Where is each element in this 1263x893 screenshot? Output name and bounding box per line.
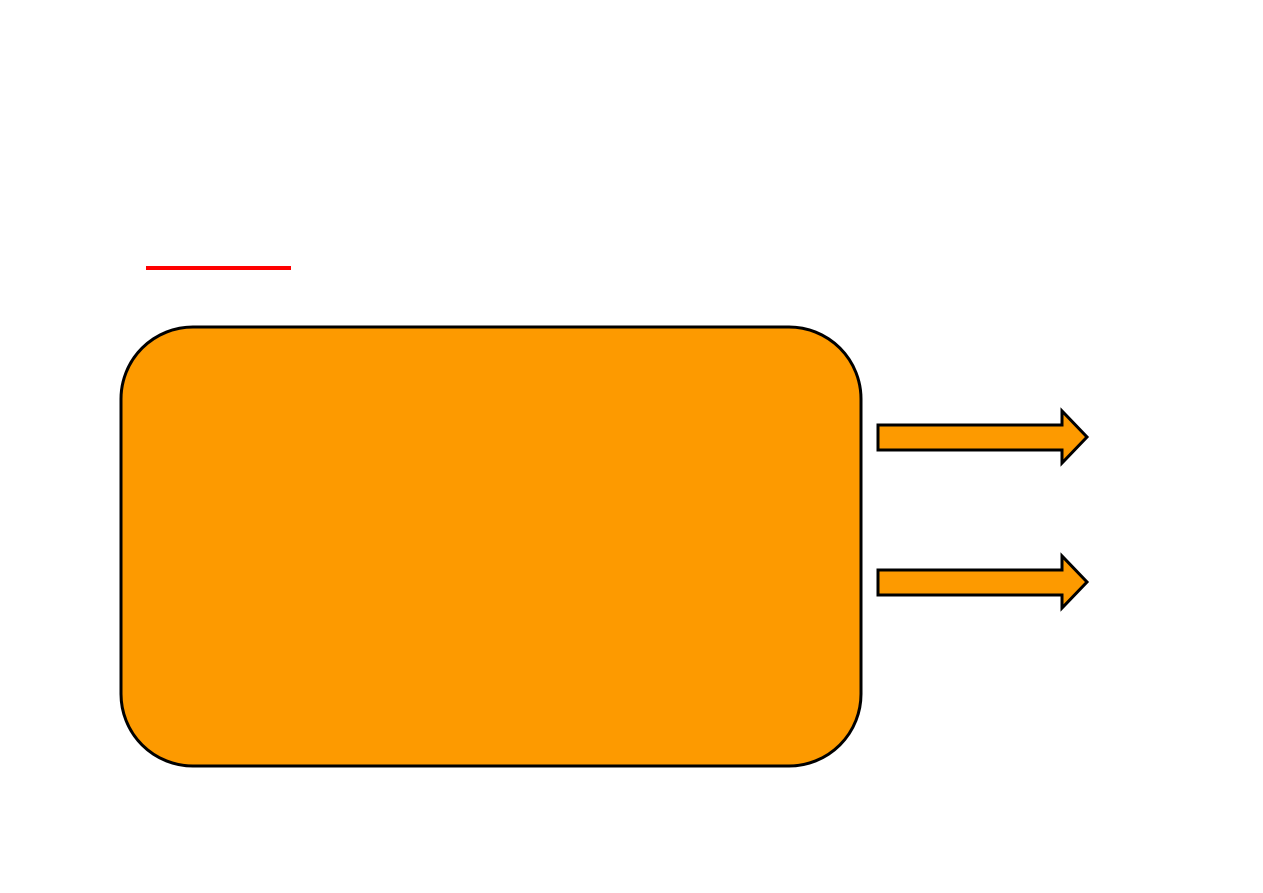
- output-arrow-1: [876, 407, 1090, 467]
- output-arrow-2: [876, 552, 1090, 612]
- process-box: [119, 325, 863, 768]
- red-underline: [146, 266, 291, 270]
